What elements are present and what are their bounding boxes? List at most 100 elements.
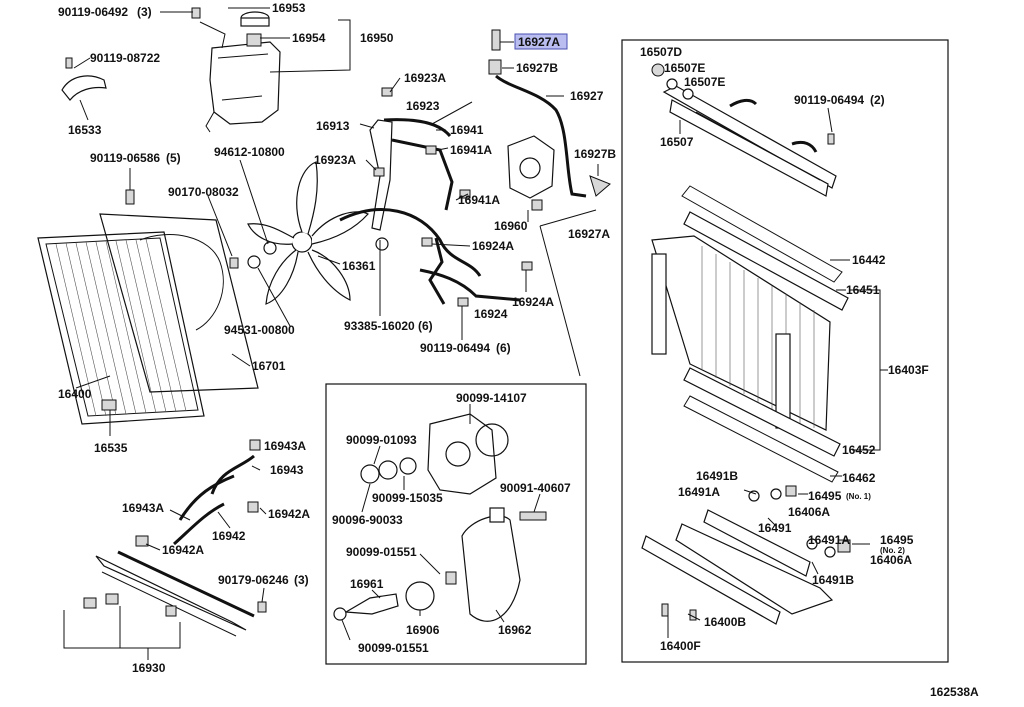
callout-16400: 16400: [58, 387, 92, 401]
callout-16535: 16535: [94, 441, 128, 455]
callout-16400f: 16400F: [660, 639, 701, 653]
callout-16491a-left: 16491A: [678, 485, 720, 499]
callout-16442: 16442: [852, 253, 886, 267]
callout-16451: 16451: [846, 283, 880, 297]
callout-16507: 16507: [660, 135, 694, 149]
callout-16403f: 16403F: [888, 363, 929, 377]
callout-90119-06586-qty: (5): [166, 151, 181, 165]
callout-16491: 16491: [758, 521, 792, 535]
callout-16923a-mid: 16923A: [314, 153, 356, 167]
reservoir-tank-drawing: [191, 7, 281, 133]
callout-93385-16020-qty: (6): [418, 319, 433, 333]
callout-16495-no1: 16495: [808, 489, 842, 503]
bracket-16533-drawing: [61, 57, 107, 101]
callout-16950: 16950: [360, 31, 394, 45]
callout-16462: 16462: [842, 471, 876, 485]
callout-16361: 16361: [342, 259, 376, 273]
callout-90119-06494-six: 90119-06494: [420, 341, 490, 355]
radiator-group-frame: [621, 39, 949, 663]
callout-90119-08722: 90119-08722: [90, 51, 160, 65]
callout-16923a-top: 16923A: [404, 71, 446, 85]
washer-w-2: [263, 241, 277, 255]
callout-16495-no2-note: (No. 2): [880, 546, 905, 555]
callout-16943a-top: 16943A: [264, 439, 306, 453]
callout-90179-06246: 90179-06246: [218, 573, 289, 587]
callout-90099-14107: 90099-14107: [456, 391, 527, 405]
callout-labels: 90119-06492 (3) 16953 16954 16950 90119-…: [58, 1, 979, 699]
callout-16960: 16960: [494, 219, 528, 233]
callout-90119-06494-two-qty: (2): [870, 93, 885, 107]
callout-16491b-top: 16491B: [696, 469, 738, 483]
callout-90099-01093: 90099-01093: [346, 433, 417, 447]
callout-90096-90033: 90096-90033: [332, 513, 403, 527]
washer-w-1: [247, 255, 261, 269]
callout-16961: 16961: [350, 577, 384, 591]
callout-16941: 16941: [450, 123, 484, 137]
fan-bracket-pipes-drawing: [339, 87, 533, 307]
callout-93385-16020: 93385-16020: [344, 319, 415, 333]
callout-16701: 16701: [252, 359, 286, 373]
callout-16942: 16942: [212, 529, 246, 543]
callout-16924a-right: 16924A: [512, 295, 554, 309]
callout-16954: 16954: [292, 31, 326, 45]
callout-16930: 16930: [132, 661, 166, 675]
callout-16941a-top: 16941A: [450, 143, 492, 157]
callout-94612-10800: 94612-10800: [214, 145, 285, 159]
callout-16927b-top: 16927B: [516, 61, 558, 75]
callout-16507e-top: 16507E: [664, 61, 705, 75]
callout-16941a-low: 16941A: [458, 193, 500, 207]
cooling-fan-drawing: [247, 161, 369, 305]
callout-16923: 16923: [406, 99, 440, 113]
radiator-tank-core-drawing: [641, 63, 851, 625]
callout-90119-06492-qty: (3): [137, 5, 152, 19]
leader-lines: [63, 7, 888, 660]
callout-16942a-right: 16942A: [268, 507, 310, 521]
callout-16927b-right: 16927B: [574, 147, 616, 161]
callout-90091-40607: 90091-40607: [500, 481, 571, 495]
callout-16533: 16533: [68, 123, 102, 137]
callout-16953: 16953: [272, 1, 306, 15]
callout-16927a-selected[interactable]: 16927A: [518, 35, 560, 49]
callout-16924a-left: 16924A: [472, 239, 514, 253]
callout-16913: 16913: [316, 119, 350, 133]
nut-90170-08032: [229, 257, 239, 269]
selected-part-highlight: [514, 33, 568, 50]
callout-16924: 16924: [474, 307, 508, 321]
callout-16906: 16906: [406, 623, 440, 637]
bolt-90119-06586: [125, 189, 135, 205]
callout-16507d: 16507D: [640, 45, 682, 59]
callout-90179-06246-qty: (3): [294, 573, 309, 587]
callout-16943: 16943: [270, 463, 304, 477]
callout-90119-06586: 90119-06586: [90, 151, 160, 165]
callout-90099-15035: 90099-15035: [372, 491, 443, 505]
callout-90119-06494-two: 90119-06494: [794, 93, 864, 107]
callout-16495-no1-note: (No. 1): [846, 492, 871, 501]
callout-16943a-left: 16943A: [122, 501, 164, 515]
callout-90099-01551-low: 90099-01551: [358, 641, 429, 655]
pump-group-frame: [325, 383, 587, 665]
callout-94531-00800: 94531-00800: [224, 323, 295, 337]
callout-16491a-right: 16491A: [808, 533, 850, 547]
callout-16507e-low: 16507E: [684, 75, 725, 89]
callout-90119-06494-six-qty: (6): [496, 341, 511, 355]
diagram-id: 162538A: [930, 685, 979, 699]
radiator-assembly-drawing: [37, 213, 259, 425]
callout-16942a-left: 16942A: [162, 543, 204, 557]
callout-16927: 16927: [570, 89, 604, 103]
callout-16406a-top: 16406A: [788, 505, 830, 519]
callout-16452: 16452: [842, 443, 876, 457]
power-steering-pump-drawing: [488, 29, 611, 211]
callout-90099-01551-top: 90099-01551: [346, 545, 417, 559]
callout-16406a-low: 16406A: [870, 553, 912, 567]
oil-cooler-pipes-drawing: [83, 439, 267, 637]
callout-90170-08032: 90170-08032: [168, 185, 239, 199]
callout-16400b: 16400B: [704, 615, 746, 629]
callout-90119-06492: 90119-06492: [58, 5, 128, 19]
pump-internals-drawing: [333, 413, 547, 622]
callout-16495-no2: 16495: [880, 533, 914, 547]
callout-16962: 16962: [498, 623, 532, 637]
callout-16927a-low: 16927A: [568, 227, 610, 241]
callout-16491b-low: 16491B: [812, 573, 854, 587]
